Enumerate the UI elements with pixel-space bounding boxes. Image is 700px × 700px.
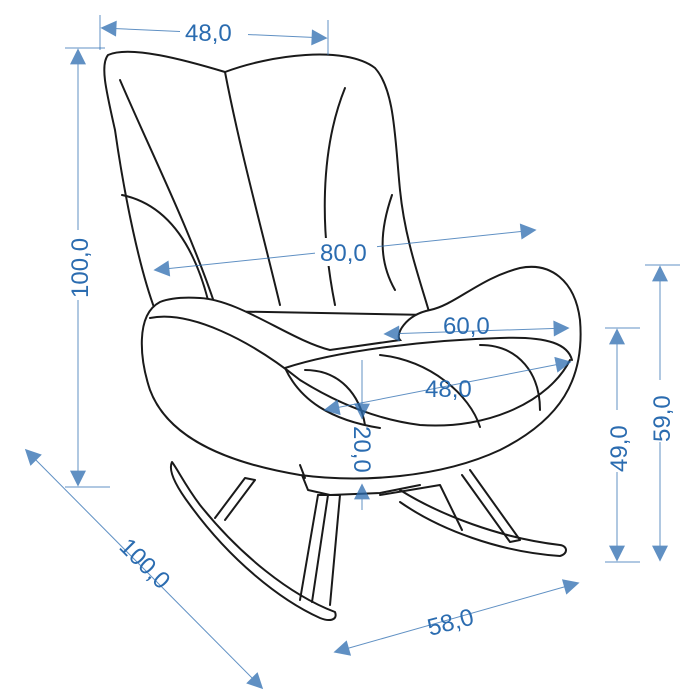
dim-arm-height: 59,0 [649,395,676,442]
backrest [103,50,432,317]
dim-top-width: 48,0 [185,20,232,47]
rocker-base [170,461,567,621]
dim-seat-cushion-height: 20,0 [348,426,375,473]
dim-total-width: 80,0 [320,240,367,267]
dim-seat-height: 49,0 [606,425,633,472]
dim-arm-width: 60,0 [443,313,490,340]
dim-total-height: 100,0 [67,238,94,298]
dim-depth-left: 100,0 [114,533,176,595]
dim-seat-width: 48,0 [425,376,472,403]
dim-base-depth: 58,0 [425,604,477,642]
dimension-lines [24,15,680,690]
